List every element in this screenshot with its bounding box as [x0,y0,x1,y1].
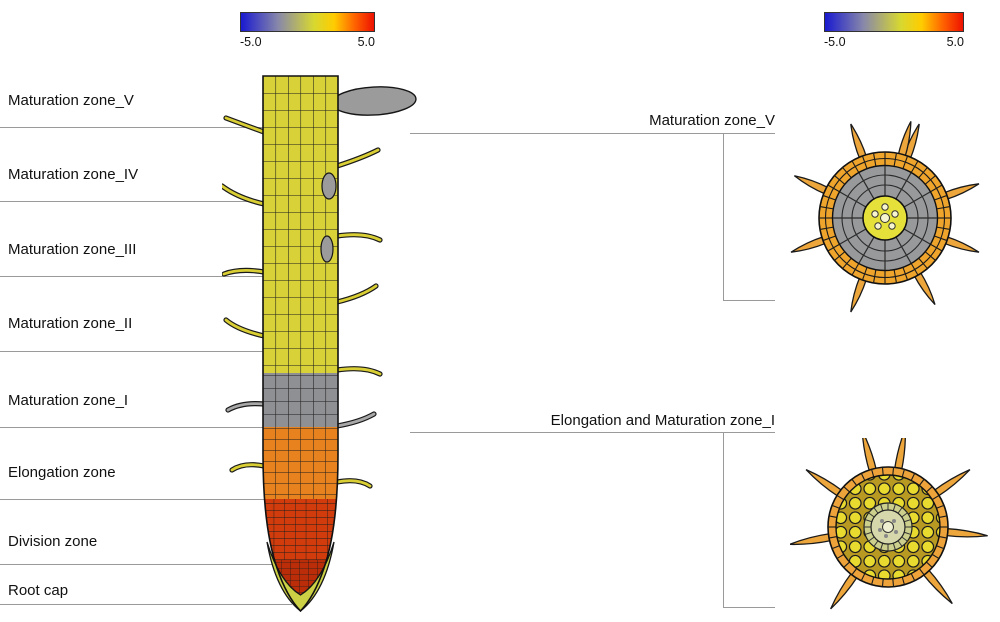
endodermis-cell-walls [864,503,912,551]
colorbar-right: -5.0 5.0 [824,12,964,49]
callout-bottom-bracket-v [723,432,724,607]
callout-top-bracket-h [410,133,775,134]
callout-bottom-bracket-h [410,432,775,433]
zone-divider-line [0,201,283,202]
zone-divider-line [0,276,283,277]
cross-section-hairs [790,121,980,313]
colorbar-min-label: -5.0 [824,35,846,49]
epidermis-cell-walls [828,467,948,587]
cross-section-elongation [790,438,988,610]
zone-label-maturation-i: Maturation zone_I [8,392,129,409]
lateral-root-lobe [331,86,417,116]
colorbar-max-label: 5.0 [946,35,964,49]
zone-label-maturation-ii: Maturation zone_II [8,315,133,332]
zone-divider-line [0,127,283,128]
internal-primordium [321,172,337,200]
zone-label-elongation: Elongation zone [8,464,116,481]
callout-bottom-label: Elongation and Maturation zone_I [550,412,775,429]
root-longitudinal-section [222,75,417,613]
cross-section-maturation-v [790,121,980,313]
zone-label-maturation-iii: Maturation zone_III [8,241,137,258]
root-outline [262,75,339,613]
colorbar-max-label: 5.0 [357,35,375,49]
zone-divider-line [0,564,283,565]
zone-divider-line [0,604,292,605]
colorbar-gradient [240,12,375,32]
callout-top-bracket-v [723,133,724,300]
cortex-cell-walls [833,166,937,270]
zone-divider-line [0,427,283,428]
internal-primordium [320,235,334,263]
root-hairs [222,115,383,489]
zone-divider-line [0,499,283,500]
zone-label-division: Division zone [8,533,98,550]
callout-top-bracket-tip [723,300,775,301]
zone-label-maturation-v: Maturation zone_V [8,92,134,109]
colorbar-min-label: -5.0 [240,35,262,49]
colorbar-left: -5.0 5.0 [240,12,375,49]
root-zone-bands [263,76,338,611]
callout-bottom-bracket-tip [723,607,775,608]
zone-label-maturation-iv: Maturation zone_IV [8,166,139,183]
callout-top-label: Maturation zone_V [649,112,775,129]
cross-section-hairs [790,438,988,610]
zone-label-root-cap: Root cap [8,582,69,599]
zone-divider-line [0,351,283,352]
colorbar-gradient [824,12,964,32]
